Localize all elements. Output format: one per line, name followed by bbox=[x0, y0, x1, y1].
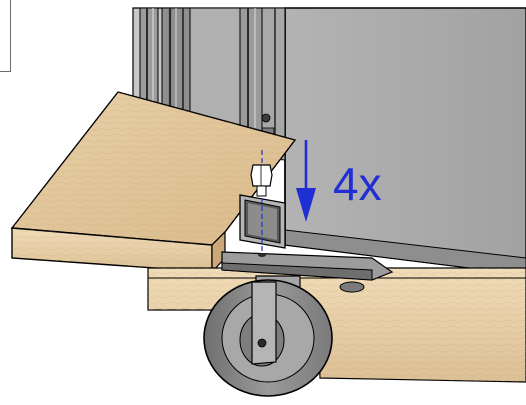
down-arrow-icon bbox=[296, 140, 316, 222]
callout-frame bbox=[0, 0, 11, 72]
frame-panel-icon bbox=[284, 7, 526, 276]
bolt-icon bbox=[250, 164, 273, 197]
quantity-label: 4x bbox=[333, 158, 382, 210]
caster-wheel-icon bbox=[203, 251, 394, 397]
square-tube-icon bbox=[239, 150, 286, 252]
